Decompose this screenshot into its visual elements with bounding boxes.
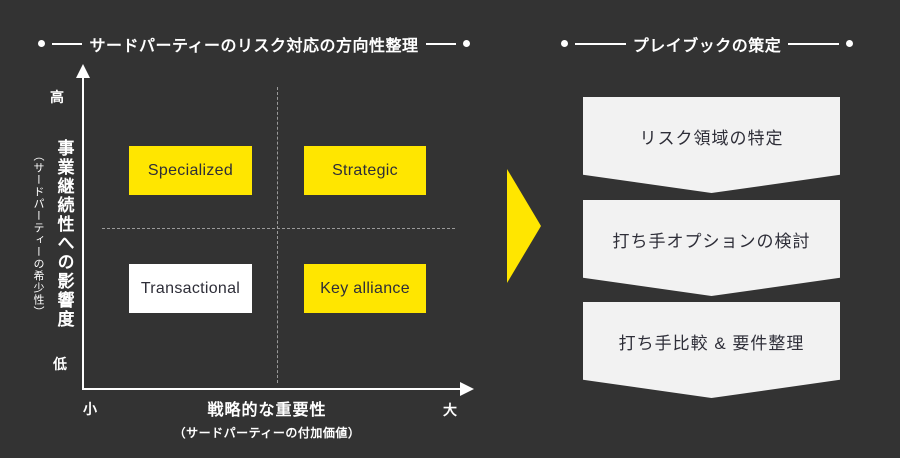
x-axis-arrow-icon xyxy=(460,382,474,396)
title-rule xyxy=(575,42,626,45)
right-section-title: プレイブックの策定 xyxy=(561,33,854,55)
title-dot-right-icon xyxy=(463,40,471,47)
playbook-step-3: 打ち手比較 & 要件整理 xyxy=(583,302,840,398)
quadrant-divider-vertical xyxy=(277,87,278,383)
x-axis-tick-small: 小 xyxy=(83,401,97,417)
title-rule xyxy=(425,42,457,45)
left-title-text: サードパーティーのリスク対応の方向性整理 xyxy=(89,37,419,55)
title-rule xyxy=(52,42,83,45)
title-dot-left-icon xyxy=(38,40,45,47)
title-dot-right-icon xyxy=(846,40,854,47)
quadrant-key-alliance: Key alliance xyxy=(304,264,426,313)
playbook-step-2: 打ち手オプションの検討 xyxy=(583,200,840,296)
y-axis-tick-low: 低 xyxy=(53,356,67,372)
x-axis-label-block: 戦略的な重要性 （サードパーティーの付加価値） xyxy=(117,396,417,441)
quadrant-specialized: Specialized xyxy=(129,146,252,195)
left-section-title: サードパーティーのリスク対応の方向性整理 xyxy=(38,33,471,55)
y-axis-arrow-icon xyxy=(76,64,90,78)
quadrant-transactional: Transactional xyxy=(129,264,252,313)
x-axis-tick-large: 大 xyxy=(443,402,457,418)
y-axis-line xyxy=(82,77,84,390)
x-axis-line xyxy=(82,388,462,390)
title-dot-left-icon xyxy=(561,40,568,47)
quadrant-strategic: Strategic xyxy=(304,146,426,195)
quadrant-divider-horizontal xyxy=(102,228,455,229)
right-title-text: プレイブックの策定 xyxy=(632,37,782,55)
x-axis-sublabel: （サードパーティーの付加価値） xyxy=(173,426,361,440)
y-axis-sublabel: （サードパーティーの希少性） xyxy=(32,150,44,318)
right-arrow-icon xyxy=(507,169,541,283)
y-axis-label: 事業継続性への影響度 xyxy=(54,139,74,329)
title-rule xyxy=(788,42,840,45)
playbook-step-1: リスク領域の特定 xyxy=(583,97,840,193)
x-axis-label: 戦略的な重要性 xyxy=(207,402,327,419)
y-axis-tick-high: 高 xyxy=(50,89,64,105)
